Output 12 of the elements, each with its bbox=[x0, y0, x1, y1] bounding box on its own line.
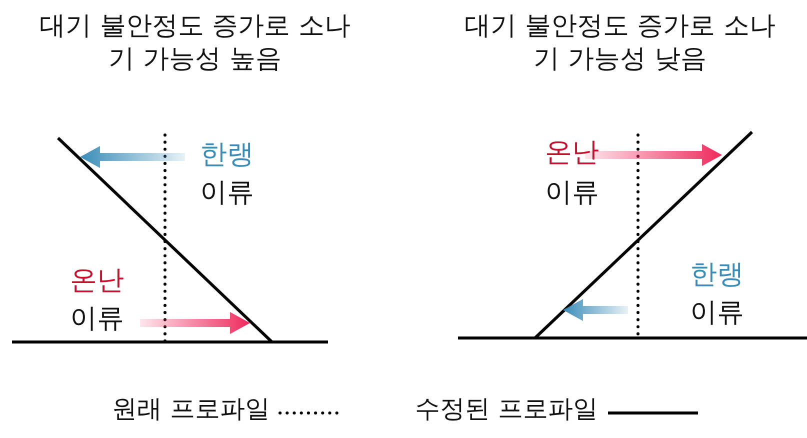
legend-text: 수정된 프로파일 bbox=[415, 393, 598, 424]
advection-label: 한랭 bbox=[200, 138, 254, 172]
advection-label: 이류 bbox=[545, 176, 599, 210]
panel-title: 대기 불안정도 증가로 소나기 가능성 낮음 bbox=[464, 10, 776, 75]
advection-label: 이류 bbox=[200, 176, 254, 210]
advection-label: 이류 bbox=[690, 296, 744, 330]
advection-label: 온난 bbox=[70, 264, 124, 298]
advection-label: 한랭 bbox=[690, 258, 744, 292]
legend-text: 원래 프로파일 bbox=[112, 393, 270, 424]
panel-title: 대기 불안정도 증가로 소나기 가능성 높음 bbox=[38, 10, 352, 75]
advection-label: 온난 bbox=[545, 136, 599, 170]
advection-label: 이류 bbox=[70, 302, 124, 336]
